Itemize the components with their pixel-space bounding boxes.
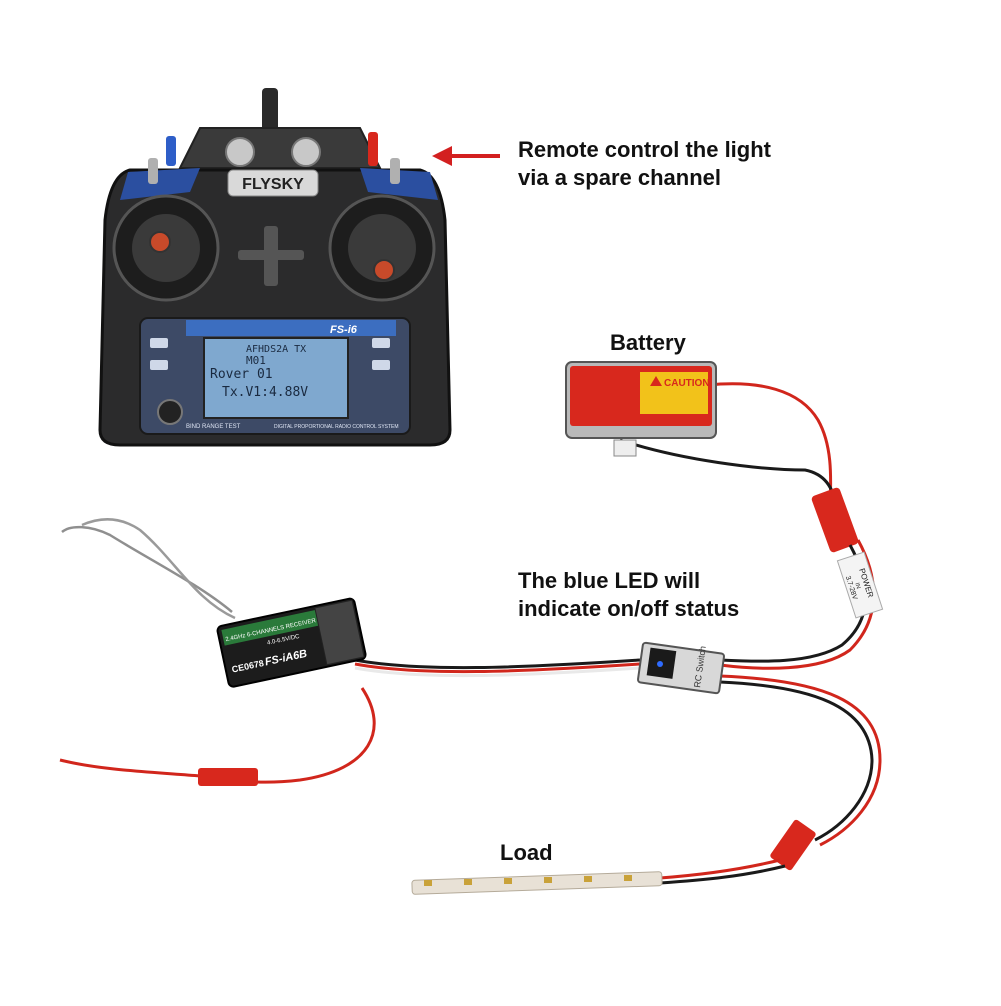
led-3 (504, 878, 512, 884)
left-switch-blue[interactable] (166, 136, 176, 166)
caution-text: CAUTION (664, 378, 710, 389)
battery-balance-plug (613, 439, 637, 457)
battery-wire-black (619, 438, 838, 516)
led-status-annotation: The blue LED will indicate on/off status (518, 567, 739, 623)
lcd-line-2: M01 (246, 354, 266, 367)
remote-control-annotation: Remote control the light via a spare cha… (518, 136, 771, 192)
transmitter-handle (178, 127, 382, 169)
model-text: FS-i6 (330, 324, 358, 336)
remote-annotation-line-2: via a spare channel (518, 165, 721, 190)
battery-annotation: Battery (610, 330, 686, 355)
lcd-line-4: Tx.V1:4.88V (222, 385, 308, 400)
receiver-power-connector (198, 768, 258, 786)
brand-text: FLYSKY (242, 176, 304, 193)
rc-switch: RC Switch (637, 641, 725, 695)
load-annotation: Load (500, 840, 553, 865)
signal-wire-black (354, 658, 641, 670)
battery: CAUTION (565, 361, 717, 457)
transmitter: FLYSKY FS-i6 AFHDS2A TX M01 Rover 01 Tx.… (98, 88, 452, 447)
led-strip (411, 871, 663, 895)
status-led (657, 661, 663, 667)
load-wire-red (719, 674, 882, 847)
right-switch-silver[interactable] (390, 158, 400, 184)
receiver-pin-header (314, 599, 365, 666)
left-top-knob[interactable] (225, 137, 255, 167)
panel-button-right-1[interactable] (372, 338, 390, 348)
led-4 (544, 877, 552, 883)
load-connector (770, 819, 816, 871)
right-stick[interactable] (373, 259, 395, 281)
brand-plate (227, 169, 319, 197)
left-stick[interactable] (149, 231, 171, 253)
remote-annotation-line-1: Remote control the light (518, 137, 771, 162)
battery-wire-red (707, 382, 833, 516)
load-lead-red (659, 858, 781, 880)
battery-connector (811, 487, 859, 553)
model-strip (186, 320, 396, 336)
signal-wire-white (354, 666, 641, 678)
led-1 (424, 880, 432, 886)
caution-box (640, 372, 708, 414)
power-in-label: POWER IN 3.7-28V (836, 551, 884, 619)
panel-button-left-1[interactable] (150, 338, 168, 348)
right-switch-red[interactable] (368, 132, 378, 166)
led-6 (624, 875, 632, 881)
led-strip-band (411, 871, 663, 895)
warning-icon (650, 376, 662, 386)
led-5 (584, 876, 592, 882)
led-annotation-line-1: The blue LED will (518, 568, 701, 593)
transmitter-blue-trim-right (360, 168, 438, 200)
center-trim-horizontal[interactable] (238, 250, 304, 260)
bottom-label-right: DIGITAL PROPORTIONAL RADIO CONTROL SYSTE… (274, 424, 399, 430)
right-top-knob[interactable] (291, 137, 321, 167)
bottom-label-left: BIND RANGE TEST (186, 424, 241, 430)
receiver-antenna-2 (81, 518, 236, 620)
right-gimbal-base (348, 214, 416, 282)
receiver: 2.4GHz 6-CHANNELS RECEIVER 4.0-6.5V/DC C… (216, 597, 367, 688)
receiver-label-strip (221, 609, 319, 646)
lcd-line-1: AFHDS2A TX (246, 344, 306, 355)
lcd-screen (203, 337, 349, 419)
receiver-antenna-1 (61, 525, 233, 613)
left-switch-silver[interactable] (148, 158, 158, 184)
led-annotation-line-2: indicate on/off status (518, 596, 740, 621)
signal-wire-red (354, 662, 641, 674)
load-lead-black (659, 864, 786, 885)
led-2 (464, 879, 472, 885)
panel-button-right-2[interactable] (372, 360, 390, 370)
panel-button-left-2[interactable] (150, 360, 168, 370)
ok-dial[interactable] (157, 399, 183, 425)
transmitter-blue-trim-left (120, 168, 200, 200)
svg-text:IN: IN (853, 582, 861, 590)
callout-arrow (432, 146, 500, 166)
load-wire-black (719, 680, 874, 842)
lcd-line-3: Rover 01 (210, 367, 273, 382)
